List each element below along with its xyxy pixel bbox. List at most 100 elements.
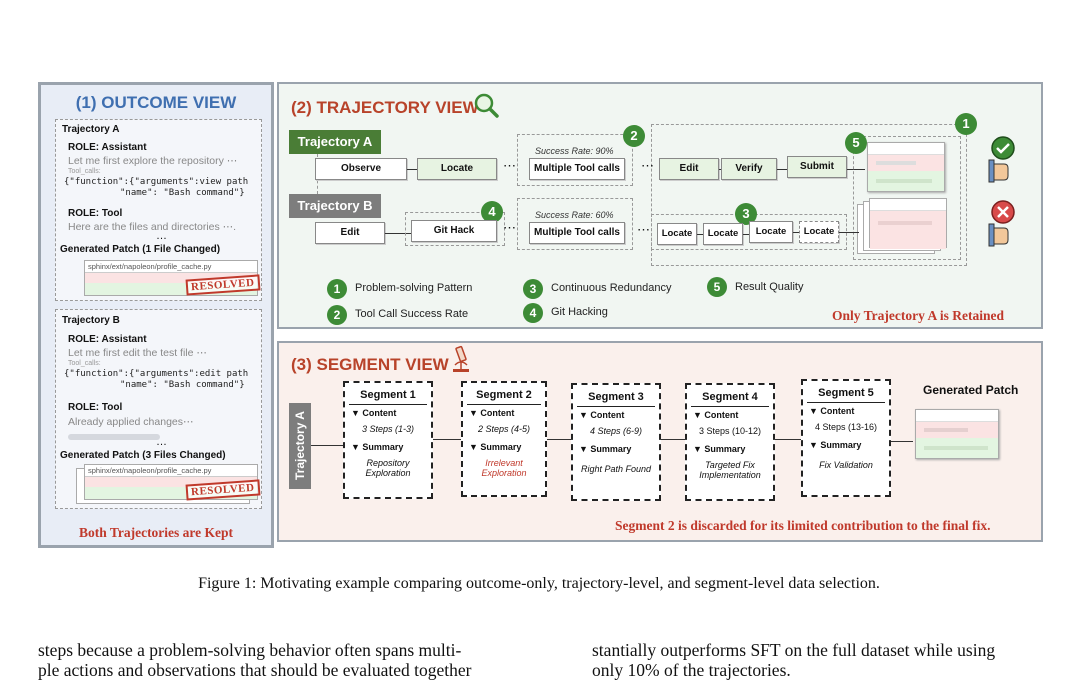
body-left-line-1: steps because a problem-solving behavior… xyxy=(38,640,462,660)
tool-call-region-b xyxy=(517,198,633,250)
thumbs-up-icon xyxy=(988,136,1015,183)
outcome-view-panel: (1) OUTCOME VIEW Trajectory A ROLE: Assi… xyxy=(38,82,274,548)
node-multiple-tool-calls-b: Multiple Tool calls xyxy=(529,222,625,244)
segment-steps: 2 Steps (4-5) xyxy=(477,424,531,434)
node-edit: Edit xyxy=(659,158,719,180)
patch-a-thumbnail xyxy=(867,142,945,192)
tool-message: Already applied changes⋯ xyxy=(68,416,194,428)
tool-calls-label: Tool_calls: xyxy=(68,360,101,367)
content-label: ▼ Content xyxy=(351,408,397,418)
content-label: ▼ Content xyxy=(809,406,855,416)
magnifier-icon xyxy=(474,93,499,118)
summary-label: ▼ Summary xyxy=(469,442,522,452)
segment-summary: Irrelevant Exploration xyxy=(481,458,527,478)
summary-label: ▼ Summary xyxy=(351,442,404,452)
trajectory-a-label: Trajectory A xyxy=(62,124,120,135)
legend-badge-4: 4 xyxy=(523,303,543,323)
segment-title: Segment 1 xyxy=(349,389,427,405)
code-line-1: {"function":{"arguments":view path xyxy=(64,177,249,187)
node-multiple-tool-calls-a: Multiple Tool calls xyxy=(529,158,625,180)
content-label: ▼ Content xyxy=(469,408,515,418)
trajectory-b-label: Trajectory B xyxy=(62,315,120,326)
cross-icon xyxy=(997,206,1009,218)
node-verify: Verify xyxy=(721,158,777,180)
segment-steps: 3 Steps (1-3) xyxy=(361,424,415,434)
segment-4: Segment 4 ▼ Content 3 Steps (10-12) ▼ Su… xyxy=(685,383,775,501)
node-locate-b4: Locate xyxy=(799,221,839,243)
tool-message: Here are the files and directories ⋯. xyxy=(68,221,237,233)
node-submit: Submit xyxy=(787,156,847,178)
legend-text-1: Problem-solving Pattern xyxy=(355,282,473,294)
patch-file-name: sphinx/ext/napoleon/profile_cache.py xyxy=(85,465,257,477)
legend-text-2: Tool Call Success Rate xyxy=(355,308,469,320)
trajectory-footer: Only Trajectory A is Retained xyxy=(832,308,1004,323)
assistant-message: Let me first edit the test file ⋯ xyxy=(68,347,207,359)
segment-summary: Repository Exploration xyxy=(365,458,411,478)
patch-b-thumbnail xyxy=(869,198,947,249)
legend-text-3: Continuous Redundancy xyxy=(551,282,672,294)
summary-label: ▼ Summary xyxy=(693,444,746,454)
segment-steps: 4 Steps (6-9) xyxy=(589,426,643,436)
legend-badge-1: 1 xyxy=(327,279,347,299)
node-edit-b: Edit xyxy=(315,222,385,244)
content-label: ▼ Content xyxy=(579,410,625,420)
summary-label: ▼ Summary xyxy=(579,444,632,454)
outcome-footer: Both Trajectories are Kept xyxy=(78,525,234,540)
tool-calls-label: Tool_calls: xyxy=(68,168,101,175)
node-locate-b1: Locate xyxy=(657,223,697,245)
node-git-hack: Git Hack xyxy=(411,220,497,242)
patch-file-name: sphinx/ext/napoleon/profile_cache.py xyxy=(85,261,257,273)
dots: ⋯ xyxy=(503,220,516,235)
segment-steps: 4 Steps (13-16) xyxy=(814,422,878,432)
segment-title: Segment 5 xyxy=(807,387,885,403)
assistant-message: Let me first explore the repository ⋯ xyxy=(68,155,238,167)
outcome-view-title: (1) OUTCOME VIEW xyxy=(75,93,237,112)
body-right-line-1: stantially outperforms SFT on the full d… xyxy=(592,640,996,660)
patch-label: Generated Patch (3 Files Changed) xyxy=(60,450,226,461)
progress-placeholder-bar xyxy=(68,434,160,440)
segment-5: Segment 5 ▼ Content 4 Steps (13-16) ▼ Su… xyxy=(801,379,891,497)
success-rate-a: Success Rate: 90% xyxy=(535,146,614,156)
segment-1: Segment 1 ▼ Content 3 Steps (1-3) ▼ Summ… xyxy=(343,381,433,499)
result-quality-region xyxy=(853,136,961,260)
legend-text-4: Git Hacking xyxy=(551,306,608,318)
badge-3: 3 xyxy=(735,203,757,225)
git-hack-region xyxy=(405,212,505,246)
code-line-2: "name": "Bash command"} xyxy=(120,188,245,198)
segment-patch-thumbnail xyxy=(915,409,999,459)
legend-text-5: Result Quality xyxy=(735,281,804,293)
segment-title: Segment 3 xyxy=(577,391,655,407)
success-rate-b: Success Rate: 60% xyxy=(535,210,614,220)
segment-title: Segment 2 xyxy=(467,389,541,405)
segment-footer: Segment 2 is discarded for its limited c… xyxy=(615,518,991,533)
segment-view-title: (3) SEGMENT VIEW xyxy=(291,355,449,374)
check-icon xyxy=(996,143,1010,154)
badge-2: 2 xyxy=(623,125,645,147)
generated-patch-title: Generated Patch xyxy=(923,383,1019,397)
outcome-trajectory-b: Trajectory B ROLE: Assistant Let me firs… xyxy=(55,309,262,509)
role-assistant-label: ROLE: Assistant xyxy=(68,142,147,153)
code-line-1: {"function":{"arguments":edit path xyxy=(64,369,249,379)
ellipsis: … xyxy=(156,230,167,242)
figure-caption: Figure 1: Motivating example comparing o… xyxy=(198,575,880,592)
role-assistant-label: ROLE: Assistant xyxy=(68,334,147,345)
dots: ⋯ xyxy=(637,222,650,237)
node-locate: Locate xyxy=(417,158,497,180)
node-locate-b3: Locate xyxy=(749,221,793,243)
segment-view-panel: (3) SEGMENT VIEW Trajectory A Segment 1 … xyxy=(277,341,1043,542)
dots: ⋯ xyxy=(641,158,654,173)
tool-call-region-a xyxy=(517,134,633,186)
content-label: ▼ Content xyxy=(693,410,739,420)
segment-2: Segment 2 ▼ Content 2 Steps (4-5) ▼ Summ… xyxy=(461,381,547,497)
legend-badge-2: 2 xyxy=(327,305,347,325)
microscope-icon xyxy=(453,345,469,372)
trajectory-view-panel: (2) TRAJECTORY VIEW 1 Trajectory A Traje… xyxy=(277,82,1043,329)
code-line-2: "name": "Bash command"} xyxy=(120,380,245,390)
node-observe: Observe xyxy=(315,158,407,180)
outcome-trajectory-a: Trajectory A ROLE: Assistant Let me firs… xyxy=(55,119,262,301)
segment-summary: Right Path Found xyxy=(580,464,652,474)
badge-4: 4 xyxy=(481,201,503,223)
dots: ⋯ xyxy=(503,158,516,173)
role-tool-label: ROLE: Tool xyxy=(68,402,123,413)
trajectory-view-title: (2) TRAJECTORY VIEW xyxy=(291,98,479,117)
